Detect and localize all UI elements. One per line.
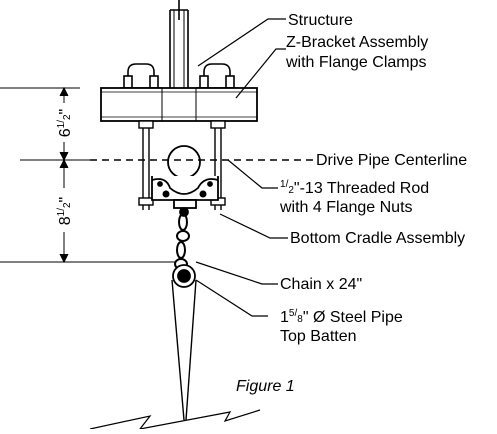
- leader-lines: [195, 18, 288, 317]
- figure-caption: Figure 1: [236, 378, 295, 395]
- bottom-cradle: [151, 176, 219, 217]
- dim-upper-num: 1: [56, 122, 67, 128]
- threaded-rod-left: [138, 120, 154, 210]
- label-zbracket-line2: with Flange Clamps: [285, 54, 427, 71]
- svg-text:81/2": 81/2": [56, 197, 74, 226]
- chain: [174, 213, 190, 270]
- label-drive-pipe: Drive Pipe Centerline: [316, 152, 467, 169]
- drive-pipe: [167, 145, 201, 179]
- dim-upper: 61/2": [56, 109, 74, 138]
- top-batten-pipe: [172, 264, 196, 288]
- svg-text:61/2": 61/2": [56, 109, 74, 138]
- label-chain: Chain x 24": [280, 276, 362, 293]
- dim-upper-den: 2: [62, 114, 73, 120]
- label-cradle: Bottom Cradle Assembly: [290, 230, 465, 247]
- label-pipe-line1: 15/8" Ø Steel Pipe: [280, 308, 403, 326]
- label-threaded-rod-line2: with 4 Flange Nuts: [279, 199, 413, 216]
- dim-upper-whole: 6: [57, 128, 74, 137]
- flange-clamp-left: [120, 63, 162, 89]
- label-pipe-line2: Top Batten: [280, 328, 357, 345]
- dim-upper-unit: ": [57, 109, 74, 115]
- label-structure: Structure: [288, 12, 353, 29]
- dim-lower-num: 1: [56, 210, 67, 216]
- z-bracket-plate: [100, 87, 258, 122]
- label-zbracket-line1: Z-Bracket Assembly: [286, 34, 428, 51]
- dim-lower: 81/2": [56, 197, 74, 226]
- dim-lower-unit: ": [57, 197, 74, 203]
- dim-lower-den: 2: [62, 202, 73, 208]
- curtain-wedge: [89, 279, 261, 430]
- structure-column: [169, 0, 189, 88]
- dimension-lines: [0, 86, 175, 264]
- label-threaded-rod-line1: 1/2"-13 Threaded Rod: [280, 179, 429, 197]
- dim-lower-whole: 8: [57, 216, 74, 225]
- flange-clamp-right: [196, 63, 238, 89]
